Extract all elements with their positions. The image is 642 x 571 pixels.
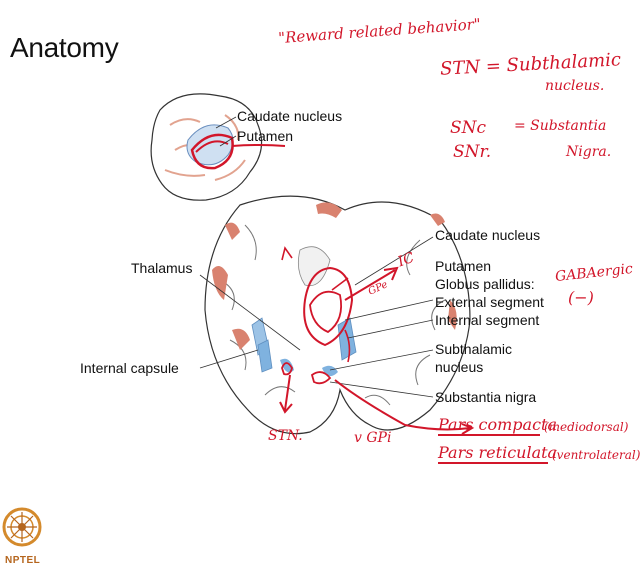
- note-gaba-sign: (−): [568, 288, 594, 307]
- label-external-segment: External segment: [435, 294, 544, 310]
- note-stn-short: STN.: [268, 428, 303, 444]
- nptel-logo: [4, 509, 40, 545]
- note-pars-reticulata: Pars reticulata: [438, 443, 557, 462]
- slide-title: Anatomy: [10, 32, 118, 64]
- note-sn-def-2: Nigra.: [566, 144, 611, 160]
- note-pars-reticulata-detail: (ventrolateral): [552, 448, 640, 462]
- underline-putamen: [232, 145, 285, 146]
- note-sn-def: = Substantia: [514, 118, 606, 134]
- label-putamen: Putamen: [435, 258, 491, 274]
- label-subthalamic: Subthalamic: [435, 341, 512, 357]
- label-internal-capsule: Internal capsule: [80, 360, 179, 376]
- label-putamen-small: Putamen: [237, 128, 293, 144]
- coronal-brain-drawing: [205, 196, 470, 434]
- note-vgpi: v GPi: [354, 430, 391, 446]
- label-substantia-nigra: Substantia nigra: [435, 389, 536, 405]
- note-pars-compacta: Pars compacta: [438, 415, 557, 434]
- label-thalamus: Thalamus: [131, 260, 192, 276]
- label-internal-segment: Internal segment: [435, 312, 539, 328]
- note-snc: SNc: [450, 118, 486, 138]
- note-stn-def-2: nucleus.: [545, 78, 604, 94]
- nptel-wordmark: NPTEL: [5, 555, 40, 566]
- label-caudate-small: Caudate nucleus: [237, 108, 342, 124]
- label-caudate: Caudate nucleus: [435, 227, 540, 243]
- label-globus-pallidus: Globus pallidus:: [435, 276, 535, 292]
- note-snr: SNr.: [453, 142, 491, 162]
- note-pars-compacta-detail: (mediodorsal): [544, 420, 628, 434]
- label-nucleus: nucleus: [435, 359, 483, 375]
